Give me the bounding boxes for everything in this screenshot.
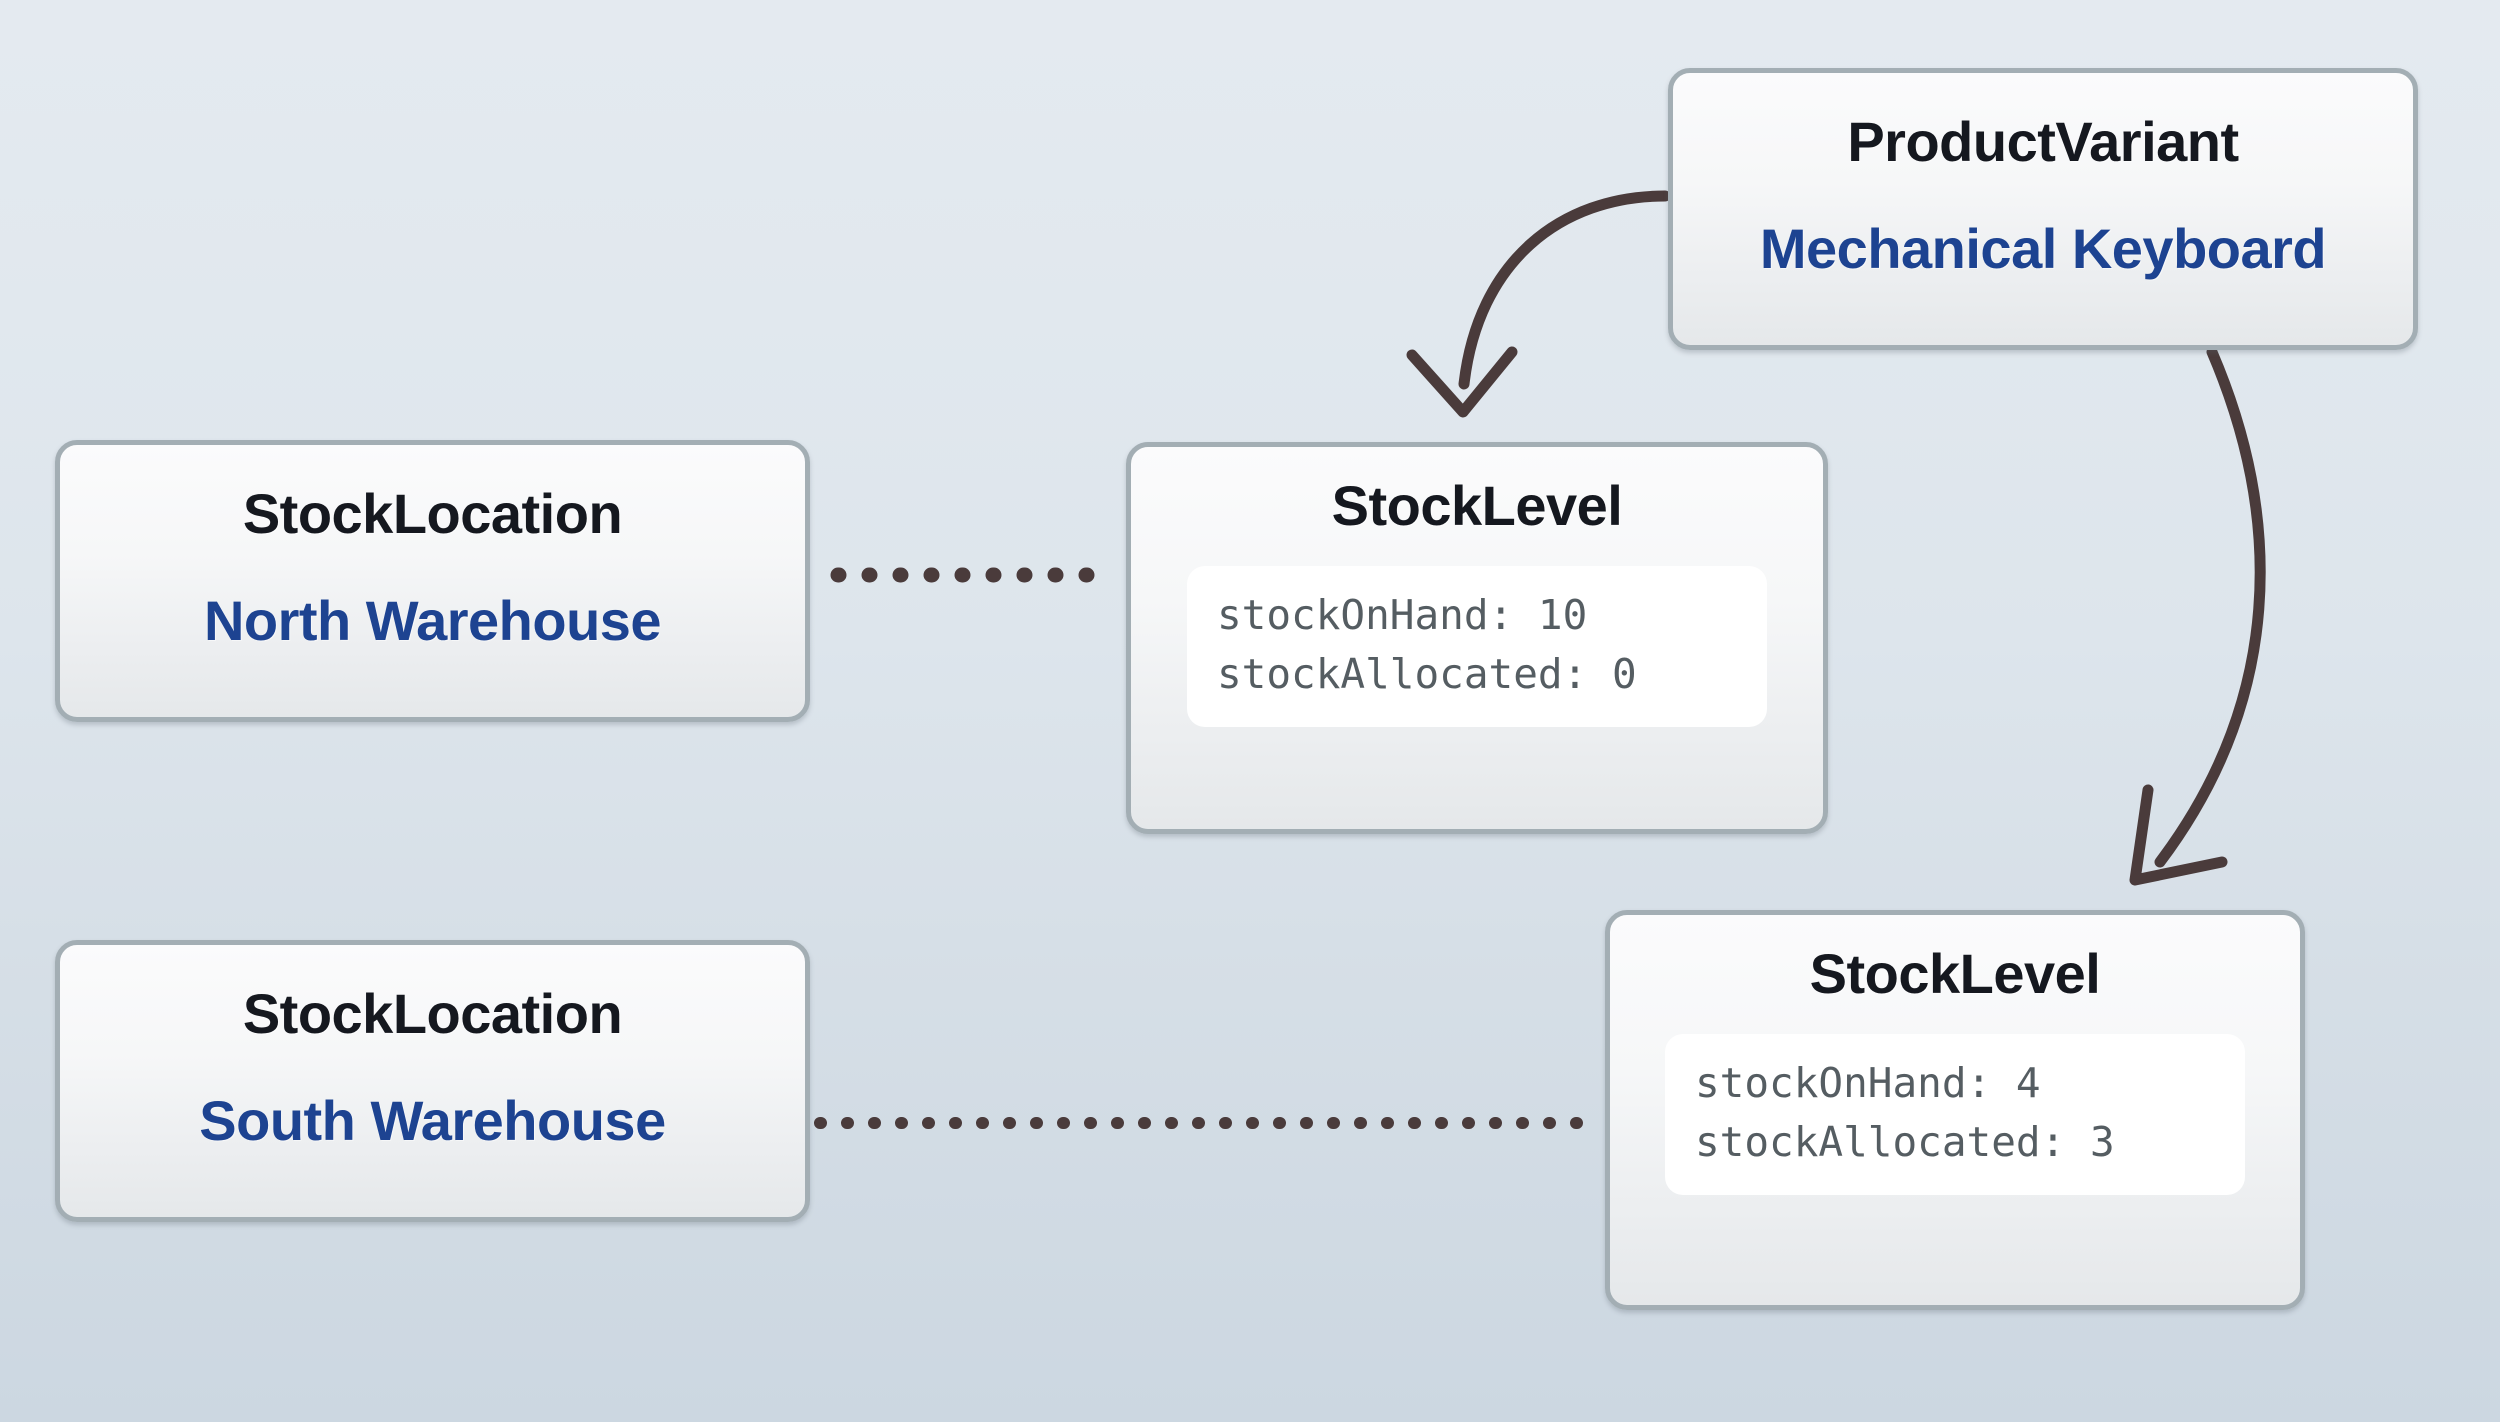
- node-type-label: StockLocation: [242, 482, 623, 545]
- node-type-label: StockLevel: [1331, 474, 1623, 537]
- node-stock-level-south[interactable]: StockLevel stockOnHand: 4 stockAllocated…: [1605, 910, 2305, 1310]
- node-name-label: North Warehouse: [203, 589, 662, 652]
- prop-stock-allocated: stockAllocated: 0: [1217, 650, 1637, 699]
- node-stock-location-south[interactable]: StockLocation South Warehouse: [55, 940, 810, 1222]
- prop-stock-on-hand: stockOnHand: 10: [1217, 591, 1588, 639]
- prop-stock-on-hand: stockOnHand: 4: [1695, 1059, 2041, 1107]
- stock-level-properties: stockOnHand: 4 stockAllocated: 3: [1665, 1034, 2245, 1195]
- edge-variant-to-level-north: [1406, 190, 1671, 418]
- node-type-label: StockLevel: [1809, 942, 2101, 1005]
- node-type-label: StockLocation: [242, 982, 623, 1045]
- edge-variant-to-level-south: [2129, 346, 2266, 886]
- node-stock-level-north[interactable]: StockLevel stockOnHand: 10 stockAllocate…: [1126, 442, 1828, 834]
- node-product-variant[interactable]: ProductVariant Mechanical Keyboard: [1668, 68, 2418, 350]
- node-name-label: South Warehouse: [199, 1089, 666, 1152]
- node-type-label: ProductVariant: [1847, 110, 2239, 173]
- node-name-label: Mechanical Keyboard: [1759, 217, 2327, 280]
- stock-level-properties: stockOnHand: 10 stockAllocated: 0: [1187, 566, 1767, 727]
- node-stock-location-north[interactable]: StockLocation North Warehouse: [55, 440, 810, 722]
- prop-stock-allocated: stockAllocated: 3: [1695, 1118, 2115, 1167]
